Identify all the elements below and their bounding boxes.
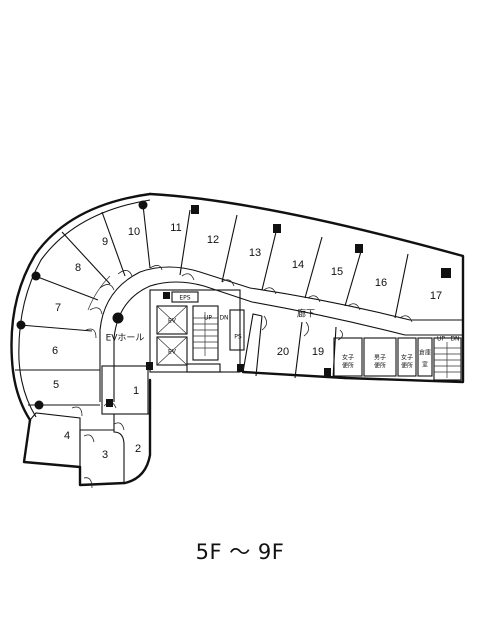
room-number-8: 8: [75, 262, 81, 274]
ps-label: PS: [234, 334, 242, 341]
storage-label: 倉庫: [419, 349, 431, 357]
corridor-label: 廊下: [297, 308, 315, 320]
room-number-3: 3: [102, 449, 108, 461]
elevator-shaft-1: [156, 305, 188, 335]
womens-wc-label: 女子: [342, 354, 354, 362]
column-marker: [106, 399, 113, 407]
lower-wing: [29, 365, 150, 484]
womens-wc-label-2: 便所: [342, 362, 354, 370]
elevator-label-2: EV: [168, 349, 177, 356]
room-number-13: 13: [249, 247, 261, 259]
south-east-rooms: [255, 315, 462, 381]
room-number-1: 1: [133, 385, 139, 397]
corridor-walls: [99, 266, 462, 402]
room-number-17: 17: [430, 290, 442, 302]
column-marker: [441, 268, 451, 278]
column-marker: [146, 362, 153, 370]
column-marker: [191, 205, 199, 214]
womens-wc2-label-2: 便所: [401, 362, 413, 370]
room-number-19: 19: [312, 346, 324, 358]
column-marker: [237, 364, 244, 372]
column-marker: [138, 200, 148, 210]
room-number-15: 15: [331, 266, 343, 278]
room-number-14: 14: [292, 259, 304, 271]
storage-label-2: 室: [422, 361, 428, 369]
room-number-12: 12: [207, 234, 219, 246]
womens-wc2-label: 女子: [401, 354, 413, 362]
room-number-11: 11: [170, 222, 181, 234]
room-numbers: 1 2 3 4 5 6 7 8 9 10 11 12 13 14 15 16 1…: [52, 222, 442, 461]
elevator-shaft-2: [156, 336, 188, 366]
room-number-5: 5: [53, 379, 59, 391]
column-marker: [34, 400, 44, 410]
mens-wc-label: 男子: [374, 355, 386, 362]
columns: [16, 200, 451, 410]
elevator-label-1: EV: [168, 318, 177, 325]
room-number-16: 16: [375, 277, 387, 289]
room-partitions: [15, 204, 409, 406]
ev-hall-label: EVホール: [106, 333, 145, 344]
area-labels: EVホール 廊下 EPS PS UP DN EV EV 女子 便所 男子 便所 …: [106, 295, 460, 370]
door-swings: [71, 265, 413, 489]
column-marker: [355, 244, 363, 253]
room-number-7: 7: [55, 302, 61, 314]
room-number-6: 6: [52, 345, 58, 357]
room-number-9: 9: [102, 236, 108, 248]
stair-up-label: UP: [204, 315, 212, 322]
room-number-4: 4: [64, 430, 70, 442]
floor-range-caption: 5F ～ 9F: [195, 540, 285, 564]
column-marker: [112, 312, 124, 324]
column-marker: [163, 292, 170, 299]
east-stair-up-label: UP: [437, 336, 445, 343]
room-number-2: 2: [135, 443, 141, 455]
room-number-20: 20: [277, 346, 289, 358]
core-stair: [192, 305, 219, 361]
stair-dn-label: DN: [219, 315, 228, 322]
east-stair: [433, 337, 462, 381]
building-core: [149, 289, 263, 373]
room-number-10: 10: [128, 226, 140, 238]
column-marker: [273, 224, 281, 233]
column-marker: [324, 368, 331, 376]
mens-wc-label-2: 便所: [374, 362, 386, 370]
east-stair-dn-label: DN: [450, 336, 459, 343]
column-marker: [16, 320, 26, 330]
outer-wall: [10, 192, 465, 487]
column-marker: [31, 271, 41, 281]
eps-label: EPS: [179, 295, 190, 302]
